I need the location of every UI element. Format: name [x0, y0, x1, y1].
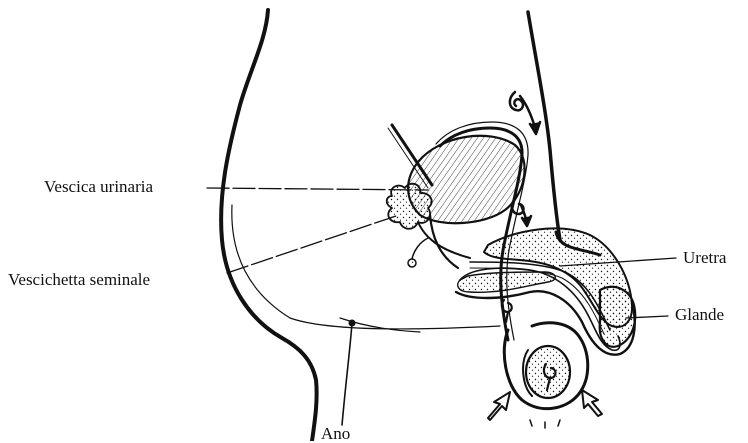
label-ano: Ano [321, 425, 350, 442]
label-vescica-urinaria: Vescica urinaria [44, 178, 153, 195]
sperm-arrow-1 [510, 92, 540, 134]
bulbourethral-gland [408, 259, 416, 267]
anus-marker [349, 320, 355, 326]
label-glande: Glande [675, 306, 724, 323]
pressure-arrow-right [582, 390, 602, 416]
glans [600, 287, 636, 347]
leader-vescichetta [227, 216, 396, 273]
pressure-arrow-left [488, 392, 510, 420]
label-uretra: Uretra [683, 249, 726, 266]
label-vescichetta-seminale: Vescichetta seminale [8, 271, 150, 288]
rectum-line [342, 323, 352, 425]
body-back-outline [221, 10, 317, 441]
